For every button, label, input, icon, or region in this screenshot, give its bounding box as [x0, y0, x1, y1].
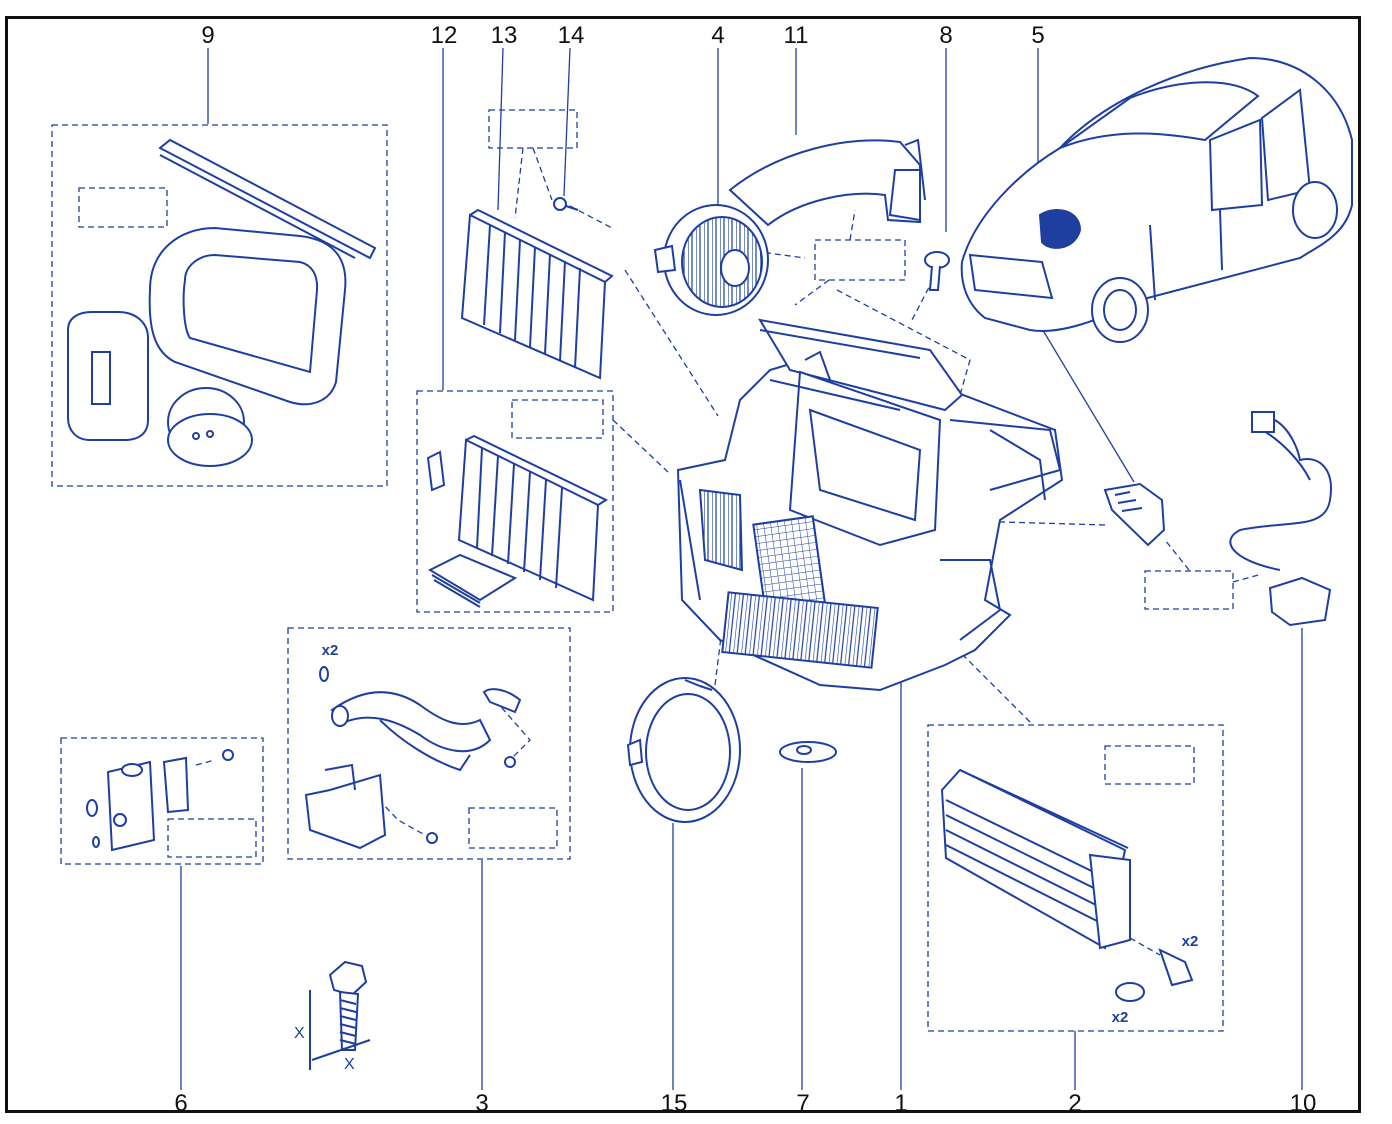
callout-11: 11: [783, 22, 809, 49]
pipe-seals-quantity: x2: [321, 642, 339, 659]
part-8-clip: [924, 251, 950, 291]
bolt-height-dimension: X: [294, 1025, 305, 1042]
callout-10: 10: [1289, 1090, 1317, 1117]
callout-15: 15: [660, 1090, 688, 1117]
part-6-expansion-valve: [86, 749, 234, 852]
part-13-cabin-filter: [460, 208, 614, 380]
callout-7: 7: [796, 1090, 810, 1117]
part-14-screw: [553, 197, 579, 211]
heater-seals-quantity: x2: [1111, 1009, 1129, 1026]
part-9-seals: [67, 138, 377, 467]
part-7-grommet: [779, 741, 837, 763]
callout-8: 8: [939, 22, 953, 49]
part-3-pipe-kit: [304, 666, 522, 850]
part-15-ring: [626, 677, 741, 823]
part-1-hvac-housing: [676, 318, 1064, 692]
kit-boxes: [51, 109, 1234, 1032]
callout-3: 3: [475, 1090, 489, 1117]
heater-screws-quantity: x2: [1181, 933, 1199, 950]
bolt-dimension-detail: [309, 960, 371, 1070]
callout-5: 5: [1031, 22, 1045, 49]
callout-13: 13: [490, 22, 518, 49]
part-5-blower-resistor: [1103, 482, 1166, 547]
callout-6: 6: [174, 1090, 188, 1117]
part-12-filter-kit: [426, 434, 609, 608]
car-illustration: [960, 56, 1353, 343]
part-2-heater-core: [940, 768, 1194, 1002]
leader-lines: [180, 47, 1303, 1090]
part-10-wiring-harness: [1229, 411, 1332, 627]
callout-9: 9: [201, 22, 215, 49]
callout-12: 12: [430, 22, 458, 49]
bolt-width-dimension: X: [344, 1056, 355, 1073]
callout-4: 4: [711, 22, 725, 49]
callout-1: 1: [894, 1090, 908, 1117]
part-4-blower-motor: [653, 204, 769, 316]
part-11-air-duct: [728, 138, 926, 227]
callout-2: 2: [1068, 1090, 1082, 1117]
callout-14: 14: [557, 22, 585, 49]
